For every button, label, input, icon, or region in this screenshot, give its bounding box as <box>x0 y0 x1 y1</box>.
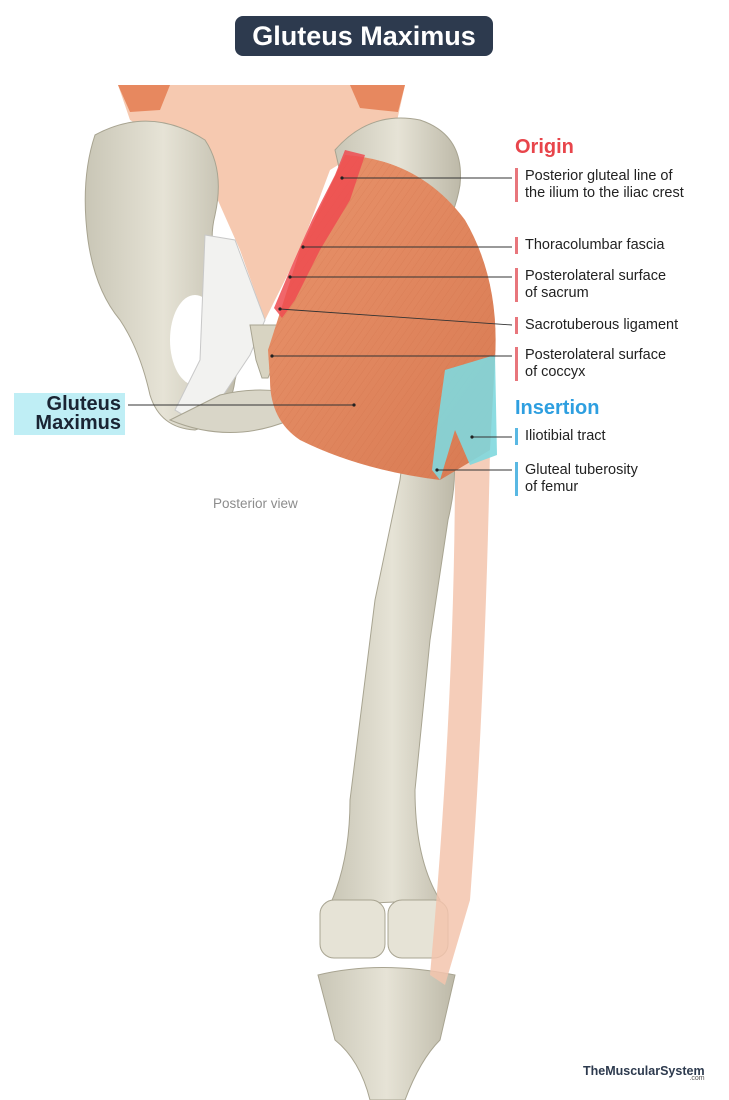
iliotibial-band <box>430 450 490 985</box>
insertion-heading: Insertion <box>515 397 600 419</box>
insertion-area <box>432 355 497 480</box>
brand-name: TheMuscularSystem <box>583 1064 705 1078</box>
view-caption: Posterior view <box>213 496 298 511</box>
muscle-name-line-1: Gluteus <box>46 393 121 415</box>
origin-area <box>274 150 365 318</box>
femur <box>329 429 455 906</box>
knee-condyle-left <box>319 899 386 959</box>
leader-origin-4 <box>279 308 513 326</box>
brand-logo: TheMuscularSystem .com <box>583 1064 705 1082</box>
muscle-name-line-2: Maximus <box>35 412 121 434</box>
origin-heading: Origin <box>515 136 574 158</box>
insertion-label-gluteal-tuberosity: Gluteal tuberosity of femur <box>515 462 638 496</box>
brand-suffix: .com <box>689 1075 705 1082</box>
page-title: Gluteus Maximus <box>235 16 493 56</box>
insertion-label-iliotibial-tract: Iliotibial tract <box>515 428 606 445</box>
tibia <box>317 967 456 1100</box>
origin-label-sacrotuberous-ligament: Sacrotuberous ligament <box>515 317 678 334</box>
muscle-name-label: Gluteus Maximus <box>14 393 125 435</box>
origin-label-sacrum: Posterolateral surface of sacrum <box>515 268 666 302</box>
origin-label-posterior-gluteal-line: Posterior gluteal line of the ilium to t… <box>515 168 684 202</box>
origin-label-coccyx: Posterolateral surface of coccyx <box>515 347 666 381</box>
origin-label-thoracolumbar-fascia: Thoracolumbar fascia <box>515 237 664 254</box>
